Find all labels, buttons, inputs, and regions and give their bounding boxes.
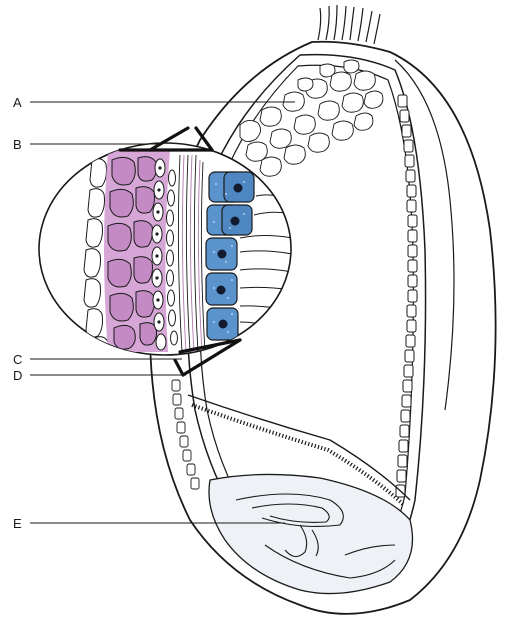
brush-hairs xyxy=(318,5,380,44)
label-c: C xyxy=(13,353,22,366)
label-b: B xyxy=(13,138,22,151)
label-d: D xyxy=(13,369,22,382)
label-a: A xyxy=(13,96,22,109)
label-e: E xyxy=(13,517,22,530)
